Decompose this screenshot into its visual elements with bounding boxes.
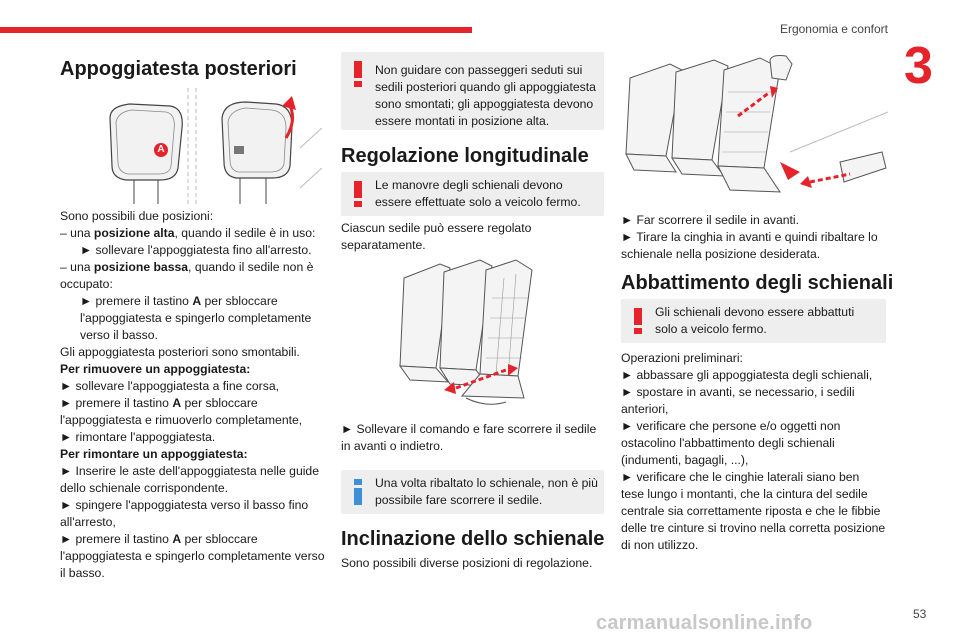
col2-para-1: Ciascun sedile può essere regolato separa… bbox=[341, 220, 531, 254]
info-box-1: Una volta ribaltato lo schienale, non è … bbox=[341, 470, 604, 514]
text-line: dello schienale corrispondente. bbox=[60, 481, 229, 495]
text-line: all'arresto, bbox=[60, 515, 116, 529]
text-line: occupato: bbox=[60, 277, 113, 291]
info-icon bbox=[354, 479, 362, 505]
text-line: l'appoggiatesta e spingerlo completament… bbox=[80, 311, 312, 325]
headrest-illustration bbox=[109, 88, 322, 204]
text-line: Non guidare con passeggeri seduti sui bbox=[375, 63, 583, 77]
info-text-1: Una volta ribaltato lo schienale, non è … bbox=[375, 475, 598, 509]
text-line: verso il basso. bbox=[80, 328, 158, 342]
text-line: ostacolino l'abbattimento degli schienal… bbox=[621, 436, 835, 450]
text-line: ► sollevare l'appoggiatesta a fine corsa… bbox=[60, 379, 279, 393]
watermark: carmanualsonline.info bbox=[596, 612, 813, 634]
text-line: ► Far scorrere il sedile in avanti. bbox=[621, 213, 800, 227]
text-line: separatamente. bbox=[341, 238, 426, 252]
text-line: ► Tirare la cinghia in avanti e quindi r… bbox=[621, 230, 878, 244]
heading-abbattimento: Abbattimento degli schienali bbox=[621, 272, 894, 294]
text-line: ► premere il tastino A per sbloccare bbox=[60, 532, 258, 546]
text-line: Sono possibili diverse posizioni di rego… bbox=[341, 556, 593, 570]
heading-appoggiatesta: Appoggiatesta posteriori bbox=[60, 58, 297, 80]
text-line: solo a veicolo fermo. bbox=[655, 322, 767, 336]
header-red-bar bbox=[0, 27, 472, 33]
text-line: sono smontati; gli appoggiatesta devono bbox=[375, 97, 594, 111]
warning-icon bbox=[634, 308, 642, 334]
seatback-tilt-illustration bbox=[625, 55, 888, 193]
col2-para-2: ► Sollevare il comando e fare scorrere i… bbox=[341, 421, 596, 455]
text-line: (indumenti, bagagli, ...), bbox=[621, 453, 749, 467]
col3-para-1: ► Far scorrere il sedile in avanti. ► Tir… bbox=[621, 212, 878, 263]
text-line: possibile fare scorrere il sedile. bbox=[375, 493, 543, 507]
text-line: anteriori, bbox=[621, 402, 669, 416]
page-number: 53 bbox=[913, 607, 927, 621]
text-line: ► Inserire le aste dell'appoggiatesta ne… bbox=[60, 464, 319, 478]
text-line: ► premere il tastino A per sbloccare bbox=[60, 396, 258, 410]
text-line: essere effettuate solo a veicolo fermo. bbox=[375, 195, 581, 209]
text-line: ► verificare che persone e/o oggetti non bbox=[621, 419, 841, 433]
text-line: essere montati in posizione alta. bbox=[375, 114, 550, 128]
text-line: in avanti o indietro. bbox=[341, 439, 444, 453]
text-line: Per rimontare un appoggiatesta: bbox=[60, 447, 248, 461]
text-line: tese lungo i montanti, che la cintura de… bbox=[621, 487, 868, 501]
text-line: sedili posteriori quando gli appoggiates… bbox=[375, 80, 596, 94]
callout-badge-a: A bbox=[154, 143, 168, 157]
text-line: ► sollevare l'appoggiatesta fino all'arr… bbox=[80, 243, 312, 257]
text-line: Le manovre degli schienali devono bbox=[375, 178, 563, 192]
chapter-number: 3 bbox=[904, 37, 933, 95]
text-line: – una posizione bassa, quando il sedile … bbox=[60, 260, 314, 274]
text-line: di non utilizzo. bbox=[621, 538, 699, 552]
col2-para-3: Sono possibili diverse posizioni di rego… bbox=[341, 555, 592, 572]
text-line: ► spingere l'appoggiatesta verso il bass… bbox=[60, 498, 309, 512]
text-line: Ciascun sedile può essere regolato bbox=[341, 221, 532, 235]
text-line: l'appoggiatesta e spingerlo completament… bbox=[60, 549, 325, 563]
warning-text-2: Le manovre degli schienali devono essere … bbox=[375, 177, 581, 211]
text-line: – una posizione alta, quando il sedile è… bbox=[60, 226, 316, 240]
text-line: Operazioni preliminari: bbox=[621, 351, 743, 365]
text-line: Sono possibili due posizioni: bbox=[60, 209, 214, 223]
text-line: centrale sia correttamente riposta e che… bbox=[621, 504, 881, 518]
text-line: il basso. bbox=[60, 566, 105, 580]
text-line: delle tre cinture si trovino nella corre… bbox=[621, 521, 886, 535]
text-line: Gli schienali devono essere abbattuti bbox=[655, 305, 855, 319]
text-line: ► verificare che le cinghie laterali sia… bbox=[621, 470, 860, 484]
text-line: Una volta ribaltato lo schienale, non è … bbox=[375, 476, 598, 490]
text-line: ► abbassare gli appoggiatesta degli schi… bbox=[621, 368, 873, 382]
text-line: ► spostare in avanti, se necessario, i s… bbox=[621, 385, 855, 399]
seat-slide-illustration bbox=[398, 259, 533, 405]
text-line: ► Sollevare il comando e fare scorrere i… bbox=[341, 422, 597, 436]
warning-box-3: Gli schienali devono essere abbattuti sol… bbox=[621, 299, 886, 343]
heading-inclinazione: Inclinazione dello schienale bbox=[341, 528, 605, 550]
warning-box-2: Le manovre degli schienali devono essere … bbox=[341, 172, 604, 216]
text-line: schienale nella posizione desiderata. bbox=[621, 247, 821, 261]
warning-text-3: Gli schienali devono essere abbattuti sol… bbox=[655, 304, 854, 338]
warning-box-1: Non guidare con passeggeri seduti sui sed… bbox=[341, 52, 604, 130]
text-line: Gli appoggiatesta posteriori sono smonta… bbox=[60, 345, 300, 359]
warning-icon bbox=[354, 61, 362, 87]
text-line: ► rimontare l'appoggiatesta. bbox=[60, 430, 216, 444]
col1-body: Sono possibili due posizioni: – una posiz… bbox=[60, 208, 330, 582]
heading-regolazione: Regolazione longitudinale bbox=[341, 145, 589, 167]
warning-icon bbox=[354, 181, 362, 207]
section-title: Ergonomia e confort bbox=[779, 22, 888, 36]
text-line: l'appoggiatesta e rimuoverlo completamen… bbox=[60, 413, 303, 427]
warning-text-1: Non guidare con passeggeri seduti sui sed… bbox=[375, 62, 596, 130]
text-line: Per rimuovere un appoggiatesta: bbox=[60, 362, 251, 376]
col3-para-2: Operazioni preliminari: ► abbassare gli a… bbox=[621, 350, 885, 554]
text-line: ► premere il tastino A per sbloccare bbox=[80, 294, 278, 308]
